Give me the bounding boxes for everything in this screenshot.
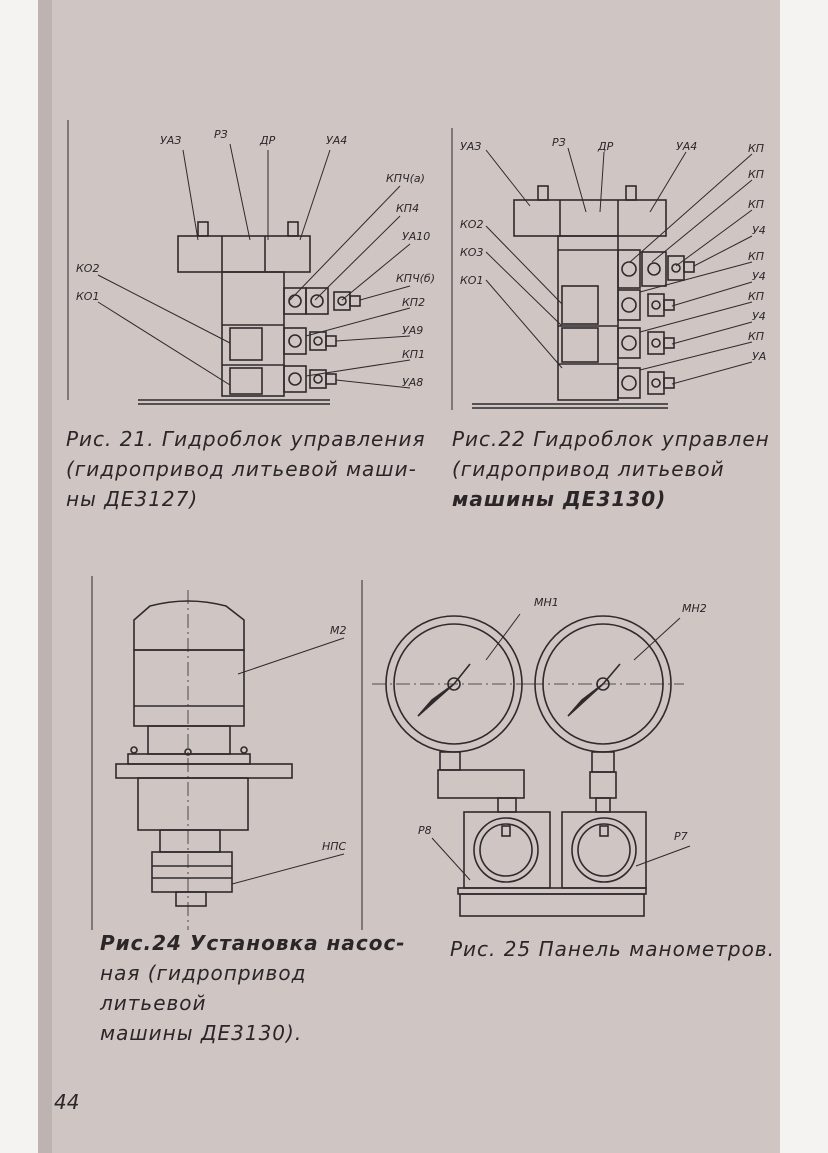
label-fig21-ua9: УА9 — [402, 324, 423, 337]
label-fig25-mn2: МН2 — [682, 602, 707, 615]
label-fig22-ko1: КО1 — [460, 274, 483, 287]
label-fig21-ko1: КО1 — [76, 290, 99, 303]
caption-fig-25: Рис. 25 Панель манометров. — [450, 934, 780, 964]
label-fig22-kp-4: КП — [748, 250, 764, 263]
page-number: 44 — [54, 1090, 80, 1114]
caption-line: Рис.22 Гидроблок управлен — [452, 427, 770, 451]
label-fig22-ua3: УАЗ — [460, 140, 481, 153]
label-fig22-kp-5: КП — [748, 290, 764, 303]
label-fig22-u4-1: У4 — [752, 224, 766, 237]
figure-25-drawing: МН1 МН2 Р8 Р7 — [372, 596, 707, 917]
caption-line: (гидропривод литьевой маши- — [66, 457, 417, 481]
label-fig22-kp-1: КП — [748, 142, 764, 155]
label-fig22-dr: ДР — [597, 140, 614, 153]
label-fig21-ua10: УА10 — [402, 230, 430, 243]
label-fig25-mn1: МН1 — [534, 596, 559, 609]
caption-line: машины ДЕ3130) — [452, 487, 667, 511]
label-fig21-kp2: КП2 — [402, 296, 425, 309]
caption-fig-21: Рис. 21. Гидроблок управления (гидроприв… — [66, 424, 426, 514]
label-fig25-r8: Р8 — [418, 824, 432, 837]
label-fig21-ua3: УАЗ — [160, 134, 181, 147]
label-fig21-ko2: КО2 — [76, 262, 99, 275]
figure-24-drawing: М2 НПС — [91, 576, 363, 930]
scanned-page — [38, 0, 780, 1153]
caption-fig-24: Рис.24 Установка насос- ная (гидропривод… — [100, 928, 420, 1048]
label-fig22-kp-2: КП — [748, 168, 764, 181]
label-fig22-ko2: КО2 — [460, 218, 483, 231]
caption-line: (гидропривод литьевой — [452, 457, 725, 481]
caption-line: Рис. 25 Панель манометров. — [450, 937, 775, 961]
label-fig21-kpch-b: КПЧ(б) — [396, 272, 435, 285]
label-fig21-ua4: УА4 — [326, 134, 347, 147]
label-fig21-kpch-a: КПЧ(а) — [386, 172, 425, 185]
caption-line: ная (гидропривод литьевой — [100, 961, 307, 1015]
label-fig22-ua4: УА4 — [676, 140, 697, 153]
label-fig21-r3: РЗ — [214, 128, 228, 141]
label-fig24-m2: М2 — [330, 624, 347, 637]
caption-fig-22: Рис.22 Гидроблок управлен (гидропривод л… — [452, 424, 782, 514]
label-fig22-ko3: КО3 — [460, 246, 483, 259]
page-binding-shadow — [38, 0, 52, 1153]
figure-21-drawing: УАЗ РЗ ДР УА4 КПЧ(а) КП4 УА10 КПЧ(б) КП2… — [67, 120, 435, 405]
caption-line: машины ДЕ3130). — [100, 1021, 303, 1045]
label-fig21-ua8: УА8 — [402, 376, 423, 389]
label-fig22-r3: РЗ — [552, 136, 566, 149]
label-fig21-kp1: КП1 — [402, 348, 425, 361]
label-fig24-nps: НПС — [322, 840, 347, 853]
label-fig25-r7: Р7 — [674, 830, 688, 843]
label-fig22-ua: УА — [752, 350, 766, 363]
label-fig22-u4-2: У4 — [752, 270, 766, 283]
caption-line: ны ДЕ3127) — [66, 487, 199, 511]
figure-22-drawing: УАЗ РЗ ДР УА4 КО2 КО3 КО1 КП КП КП У4 КП… — [451, 128, 766, 410]
label-fig22-u4-3: У4 — [752, 310, 766, 323]
caption-line: Рис. 21. Гидроблок управления — [66, 427, 426, 451]
caption-line: Рис.24 Установка насос- — [100, 931, 406, 955]
label-fig22-kp-6: КП — [748, 330, 764, 343]
label-fig22-kp-3: КП — [748, 198, 764, 211]
label-fig21-kp4: КП4 — [396, 202, 419, 215]
label-fig21-dr: ДР — [259, 134, 276, 147]
